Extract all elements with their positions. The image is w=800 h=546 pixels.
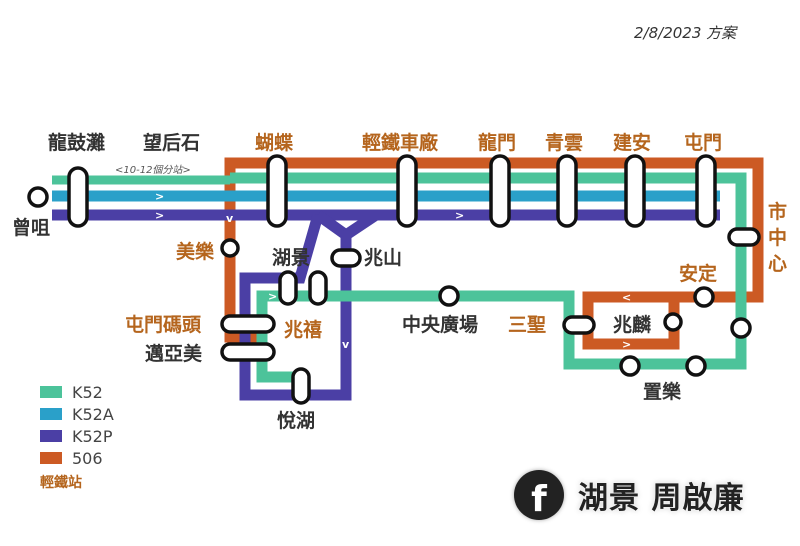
station-label: 輕鐵車廠 [362, 131, 439, 154]
station-marker[interactable] [663, 312, 683, 332]
station-marker[interactable] [291, 367, 311, 405]
direction-arrow: > [155, 209, 164, 222]
station-label: 市中心 [768, 200, 787, 275]
station-marker[interactable] [220, 342, 276, 362]
legend-item: K52A [40, 403, 114, 425]
date-note: 2/8/2023 方案 [634, 24, 737, 42]
station-marker[interactable] [727, 227, 761, 247]
station-marker[interactable] [619, 355, 641, 377]
legend-note: 輕鐵站 [40, 475, 82, 491]
route-k52p-branch2 [342, 210, 380, 240]
direction-arrow: < [622, 291, 631, 304]
station-marker[interactable] [266, 154, 288, 228]
station-marker[interactable] [556, 154, 578, 228]
station-marker[interactable] [489, 154, 511, 228]
legend-swatch [40, 386, 62, 398]
station-marker[interactable] [624, 154, 646, 228]
legend-item: 506 [40, 447, 114, 469]
legend-label: K52 [72, 382, 103, 402]
station-marker[interactable] [220, 314, 276, 334]
station-marker[interactable] [685, 355, 707, 377]
legend-item: K52 [40, 381, 114, 403]
direction-arrow: v [342, 338, 350, 351]
station-label: 屯門 [684, 131, 722, 154]
legend-item: K52P [40, 425, 114, 447]
station-label: 美樂 [176, 240, 215, 263]
facebook-icon: f [514, 470, 564, 520]
legend-label: K52A [72, 404, 114, 424]
station-label: 曾咀 [12, 216, 50, 239]
station-marker[interactable] [27, 186, 49, 208]
station-marker[interactable] [67, 166, 89, 228]
legend-swatch [40, 452, 62, 464]
legend-label: 506 [72, 448, 103, 468]
station-marker[interactable] [562, 315, 596, 335]
station-label: 青雲 [545, 132, 583, 154]
station-label: 悅湖 [277, 410, 315, 432]
station-label: 湖景 [272, 247, 310, 269]
station-label: 兆山 [364, 247, 402, 269]
direction-arrow: > [268, 290, 277, 303]
station-label: 中央廣場 [402, 313, 478, 336]
direction-arrow: > [155, 190, 164, 203]
station-marker[interactable] [396, 154, 418, 228]
station-marker[interactable] [308, 270, 328, 306]
station-label: 屯門碼頭 [125, 313, 202, 336]
station-marker[interactable] [730, 317, 752, 339]
station-label: 置樂 [643, 380, 682, 403]
route-506-loop [224, 245, 262, 343]
station-label: 望后石 [143, 131, 200, 154]
station-marker[interactable] [695, 154, 717, 228]
gap-note: <10-12個分站> [115, 164, 191, 176]
legend-swatch [40, 408, 62, 420]
station-marker[interactable] [438, 285, 460, 307]
direction-arrow: > [622, 338, 631, 351]
station-label: 邁亞美 [145, 342, 203, 365]
direction-arrow: > [455, 209, 464, 222]
station-marker[interactable] [693, 286, 715, 308]
station-label: 兆禧 [284, 318, 322, 341]
legend-swatch [40, 430, 62, 442]
watermark: f 湖景 周啟廉 [514, 470, 744, 520]
station-label: 建安 [613, 131, 651, 154]
station-marker[interactable] [330, 248, 362, 268]
station-label: 龍門 [478, 131, 516, 154]
direction-arrow: v [226, 212, 234, 225]
watermark-text: 湖景 周啟廉 [578, 481, 745, 516]
station-label: 安定 [679, 262, 717, 285]
station-label: 龍鼓灘 [48, 131, 105, 154]
route-506-line [224, 157, 764, 350]
legend: K52 K52A K52P 506 輕鐵站 [40, 381, 114, 492]
station-label: 兆麟 [613, 313, 652, 336]
station-label: 三聖 [508, 314, 546, 336]
legend-label: K52P [72, 426, 113, 446]
station-marker[interactable] [220, 238, 240, 258]
station-marker[interactable] [278, 270, 298, 306]
station-label: 蝴蝶 [255, 131, 294, 154]
